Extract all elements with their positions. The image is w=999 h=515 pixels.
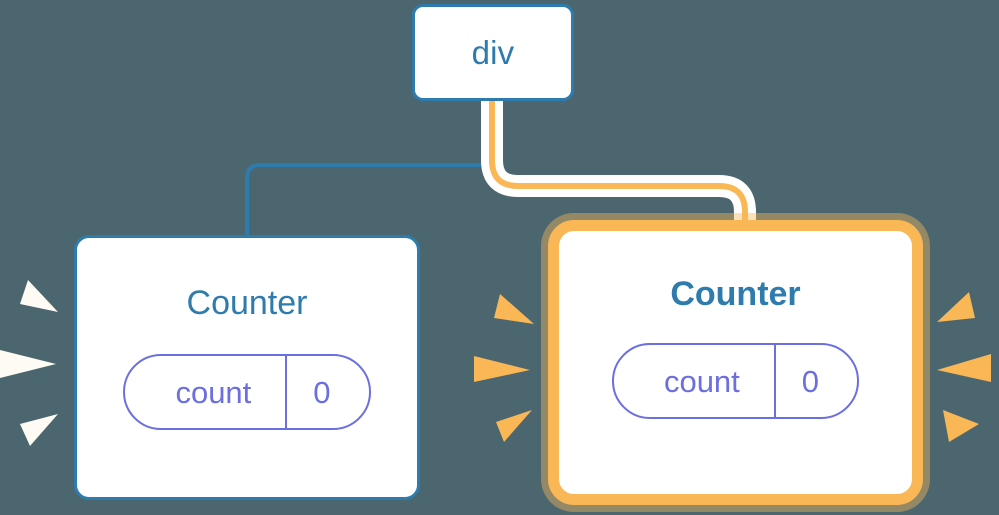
- node-div-label: div: [471, 34, 515, 71]
- sparkle-burst-orange-left-icon: [468, 278, 538, 448]
- state-value-right: 0: [773, 345, 857, 417]
- node-counter-left[interactable]: Counter count 0: [74, 235, 420, 500]
- node-div[interactable]: div: [412, 4, 574, 101]
- state-pill-right: count 0: [611, 343, 860, 419]
- sparkle-burst-white-icon: [0, 278, 70, 448]
- state-key-right: count: [663, 363, 740, 399]
- edge-root-to-right-counter: [489, 101, 748, 232]
- state-key-left: count: [175, 374, 252, 410]
- node-counter-right[interactable]: Counter count 0: [548, 220, 923, 505]
- edge-root-to-left-counter: [245, 99, 494, 237]
- sparkle-burst-orange-right-icon: [929, 278, 999, 448]
- node-counter-right-label: Counter: [670, 275, 801, 313]
- state-pill-left: count 0: [123, 354, 371, 430]
- state-value-left: 0: [285, 356, 368, 428]
- edge-root-to-right-counter-halo: [481, 101, 756, 232]
- node-counter-left-label: Counter: [186, 284, 308, 322]
